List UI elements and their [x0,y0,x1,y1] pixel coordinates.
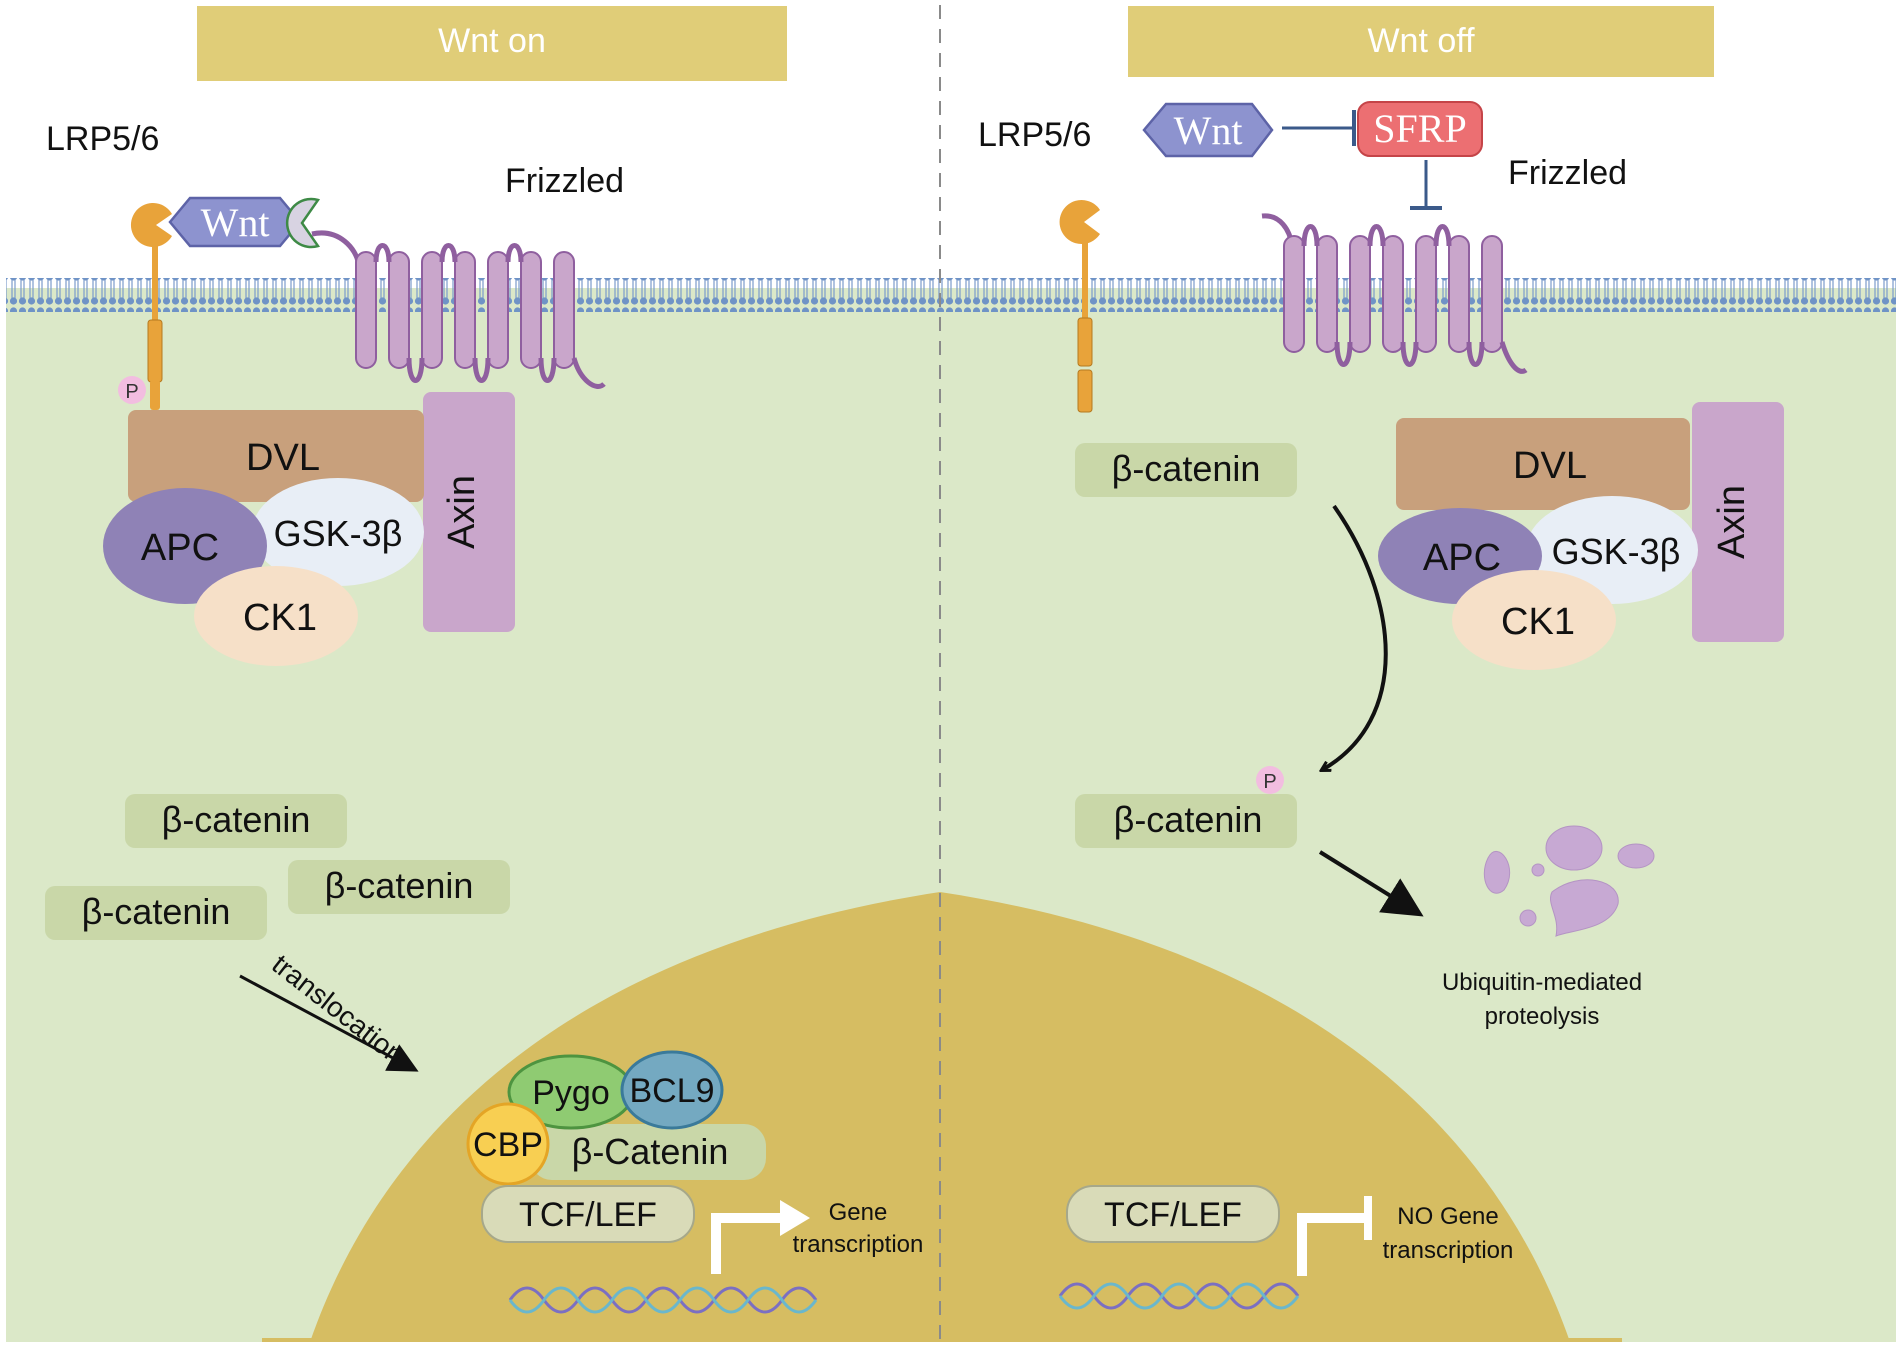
nogene-label-line2: transcription [1383,1237,1514,1264]
bcl9 [620,1050,724,1130]
axin-label-right: Axin [1711,485,1753,559]
beta-catenin-label-left-3: β-catenin [82,891,231,932]
proteolysis-label-line1: Ubiquitin-mediated [1442,969,1642,996]
gene-transcription-arrowhead [780,1200,810,1236]
sfrp-label: SFRP [1373,106,1466,151]
axin-label-left: Axin [441,475,483,549]
tcf-lef-label-left: TCF/LEF [519,1196,657,1234]
lrp-label-right: LRP5/6 [978,116,1091,154]
ck1-label-right: CK1 [1501,601,1575,643]
nucleus-base [262,1338,1622,1342]
beta-catenin-label-right-phos: β-catenin [1114,799,1263,840]
apc-label-left: APC [141,527,219,569]
ck1-label-left: CK1 [243,597,317,639]
header-wnt-off: Wnt off [1367,22,1475,60]
frizzled-receptor-right [1261,213,1528,374]
cbp [466,1102,550,1186]
frizzled-cap-left [285,197,321,249]
tcf-lef-left [481,1185,695,1243]
lrp-receptor-left [130,203,172,410]
apc-left [103,488,267,604]
gene-label-line1: Gene [829,1199,888,1226]
beta-catenin-right-free [1075,443,1297,497]
wnt-label-left: Wnt [201,200,270,245]
phospho-label-right: P [1263,771,1276,793]
wnt-label-right: Wnt [1174,108,1243,153]
header-bar-right [1128,6,1714,77]
lrp-label-left: LRP5/6 [46,120,159,158]
ck1-left [194,566,358,666]
tcf-lef-label-right: TCF/LEF [1104,1196,1242,1234]
phospho-label-left: P [125,381,138,403]
dvl-label-right: DVL [1513,445,1587,487]
proteolysis-fragments [1483,825,1655,937]
gene-transcription-arrow [711,1213,782,1274]
beta-catenin-label-left-2: β-catenin [325,865,474,906]
dna-helix-left [508,1286,818,1314]
header-bar-left [197,6,787,81]
cbp-label: CBP [473,1126,543,1164]
dvl-right [1396,418,1690,510]
beta-catenin-right-phos [1075,794,1297,848]
lrp-receptor-right [1059,200,1100,413]
nogene-label-line1: NO Gene [1397,1203,1498,1230]
no-transcription-line [1297,1213,1366,1276]
beta-catenin-label-right-free: β-catenin [1112,448,1261,489]
frizzled-label-right: Frizzled [1508,154,1627,192]
pygo-label: Pygo [532,1074,610,1112]
wnt-ligand-right [1142,102,1274,158]
proteolysis-label-line2: proteolysis [1485,1003,1600,1030]
nuclear-beta-catenin-label: β-Catenin [572,1131,729,1172]
beta-catenin-left-3 [45,886,267,940]
phospho-circle-left [118,376,146,404]
phosphorylation-arrow [1322,504,1388,770]
cell-membrane [6,278,1896,312]
beta-catenin-label-left-1: β-catenin [162,799,311,840]
header-wnt-on: Wnt on [438,22,546,60]
degradation-arrow [1318,850,1424,917]
frizzled-receptor-left [311,230,606,389]
ck1-right [1452,570,1616,670]
frizzled-label-left: Frizzled [505,162,624,200]
dna-helix-right [1058,1282,1300,1310]
phospho-circle-right [1256,766,1284,794]
axin-right [1692,402,1784,642]
beta-catenin-left-2 [288,860,510,914]
gene-label-line2: transcription [793,1231,924,1258]
tcf-lef-right [1066,1185,1280,1243]
sfrp [1357,101,1483,157]
gsk-label-left: GSK-3β [274,513,403,554]
nuclear-beta-catenin [530,1124,766,1180]
translocation-arrow [239,974,419,1072]
dvl-label-left: DVL [246,437,320,479]
apc-label-right: APC [1423,537,1501,579]
beta-catenin-left-1 [125,794,347,848]
gsk-label-right: GSK-3β [1552,531,1681,572]
gsk-left [252,478,424,586]
axin-left [423,392,515,632]
bcl9-label: BCL9 [629,1072,714,1110]
